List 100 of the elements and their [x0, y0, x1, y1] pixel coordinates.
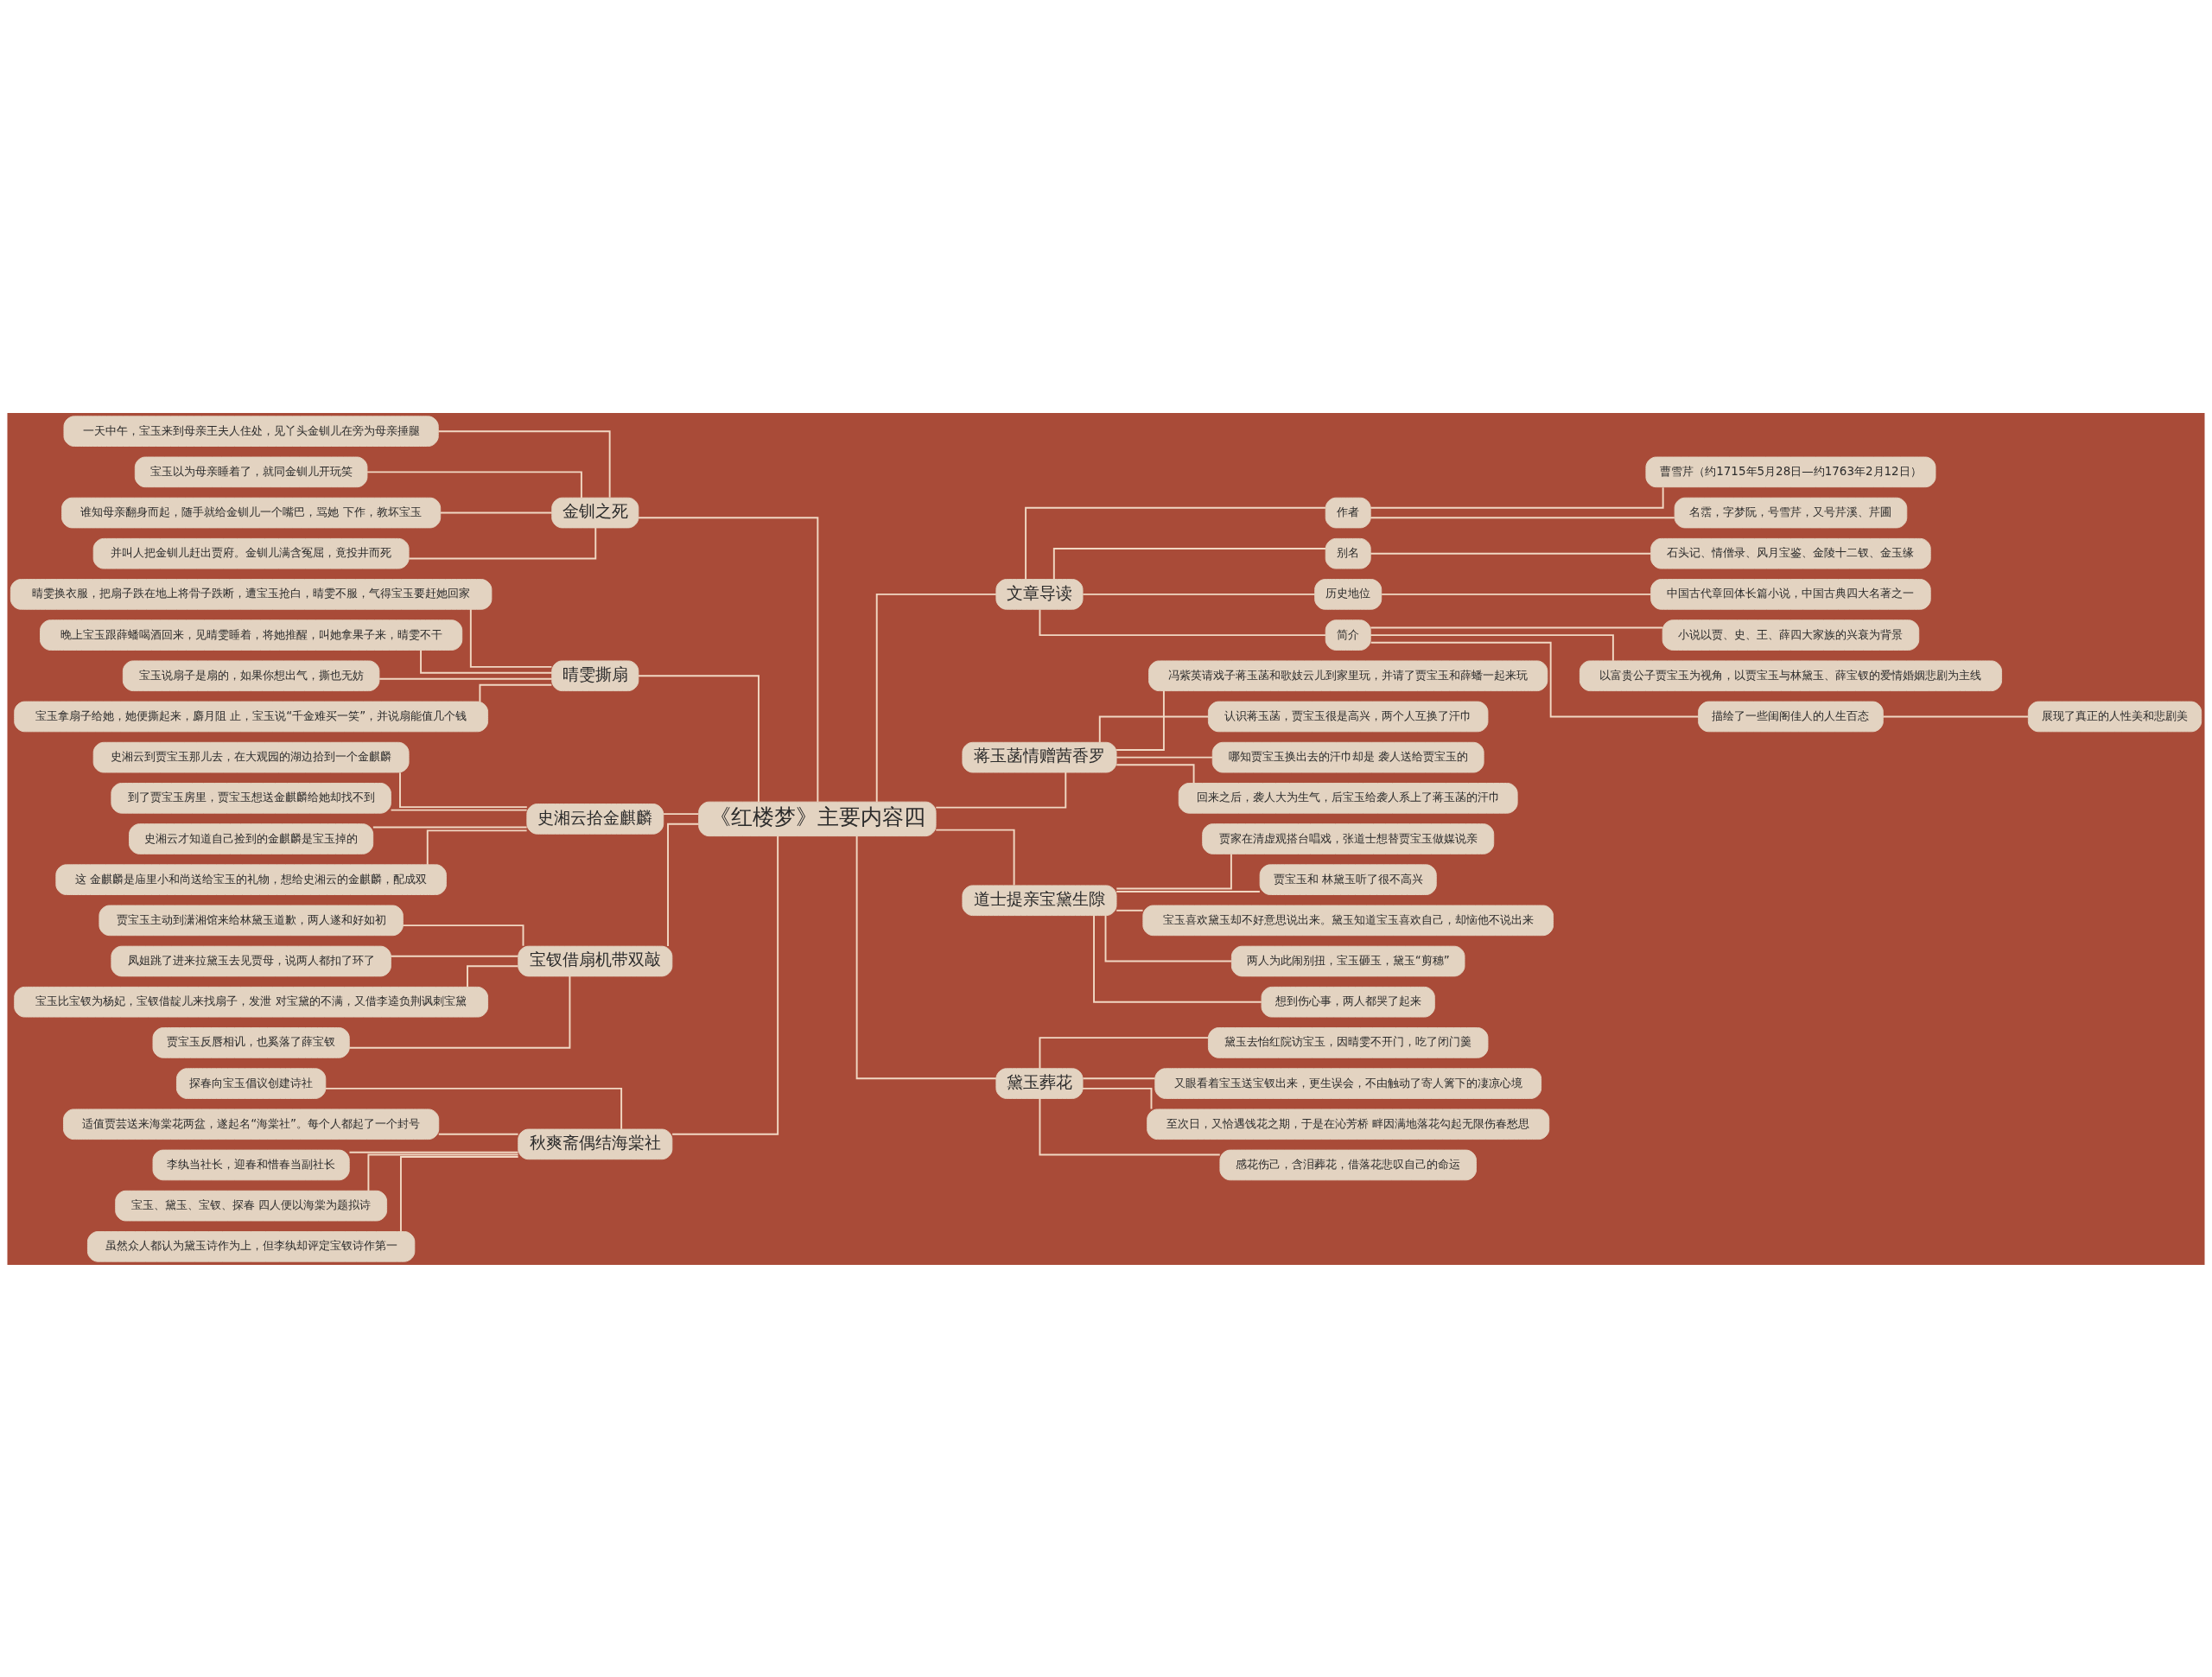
- connector: [408, 526, 597, 559]
- node-box: 哪知贾宝玉换出去的汗巾却是 袭人送给贾宝玉的: [1211, 741, 1484, 772]
- connector: [1052, 547, 1327, 581]
- connector: [439, 511, 553, 513]
- connector: [663, 812, 700, 815]
- node-box: 宝钗借扇机带双敲: [518, 945, 673, 976]
- node-box: 两人为此闹别扭，宝玉砸玉，黛玉“剪穗”: [1230, 945, 1465, 976]
- node-box: 宝玉说扇子是扇的，如果你想出气，撕也无妨: [122, 659, 380, 691]
- connector: [1116, 763, 1195, 784]
- node-box: 这 金麒麟是庙里小和尚送给宝玉的礼物，想给史湘云的金麒麟，配成双: [55, 863, 447, 895]
- connector: [1381, 593, 1652, 595]
- connector: [1039, 1097, 1221, 1155]
- connector: [875, 593, 997, 803]
- connector: [1882, 715, 2030, 717]
- node-box: 探春向宝玉倡议创建诗社: [175, 1067, 327, 1099]
- connector: [348, 975, 571, 1049]
- connector: [1370, 633, 1614, 662]
- node-box: 作者: [1325, 497, 1371, 528]
- connector: [367, 1153, 519, 1191]
- connector: [390, 809, 528, 811]
- connector: [935, 829, 1015, 886]
- connector: [372, 826, 528, 828]
- connector: [1116, 890, 1261, 892]
- node-box: 又眼看着宝玉送宝钗出来，更生误会，不由触动了寄人篱下的凄凉心境: [1154, 1067, 1542, 1099]
- connector: [1082, 1087, 1153, 1109]
- connector: [1082, 593, 1316, 595]
- connector: [1039, 608, 1326, 636]
- node-box: 展现了真正的人性美和悲剧美: [2027, 701, 2202, 732]
- node-box: 石头记、情僧录、风月宝鉴、金陵十二钗、金玉缘: [1650, 537, 1931, 569]
- node-box: 秋爽斋偶结海棠社: [518, 1128, 673, 1159]
- node-box: 晚上宝玉跟薛蟠喝酒回来，见晴雯睡着，将她推醒，叫她拿果子来，晴雯不干: [40, 619, 463, 651]
- node-box: 道士提亲宝黛生隙: [962, 884, 1117, 916]
- node-box: 适值贾芸送来海棠花两盆，遂起名“海棠社”。每个人都起了一个封号: [63, 1108, 440, 1140]
- connector: [467, 964, 519, 988]
- node-box: 晴雯换衣服，把扇子跌在地上将骨子跌断，遭宝玉抢白，晴雯不服，气得宝玉要赶她回家: [10, 578, 493, 610]
- connector: [378, 677, 553, 680]
- connector: [1370, 516, 1675, 518]
- node-box: 谁知母亲翻身而起，随手就给金钏儿一个嘴巴，骂她 下作，教坏宝玉: [61, 497, 442, 528]
- node-box: 贾宝玉反唇相讥，也奚落了薛宝钗: [152, 1026, 350, 1058]
- node-box: 晴雯撕扇: [551, 659, 639, 691]
- node-box: 黛玉去怡红院访宝玉，因晴雯不开门，吃了闭门羹: [1207, 1026, 1489, 1058]
- node-box: 虽然众人都认为黛玉诗作为上，但李纨却评定宝钗诗作第一: [86, 1230, 416, 1262]
- node-box: 史湘云拾金麒麟: [526, 803, 664, 835]
- connector: [420, 649, 553, 674]
- node-box: 宝玉以为母亲睡着了，就同金钏儿开玩笑: [134, 456, 368, 487]
- connector: [1116, 909, 1144, 912]
- node-box: 李纨当社长，迎春和惜春当副社长: [152, 1149, 350, 1180]
- node-box: 感花伤己，含泪葬花，借落花悲叹自己的命运: [1219, 1149, 1477, 1180]
- connector: [855, 835, 997, 1079]
- node-box: 《红楼梦》主要内容四: [698, 801, 937, 836]
- connector: [1082, 1077, 1156, 1079]
- connector: [437, 429, 611, 499]
- connector: [390, 955, 519, 957]
- node-box: 名霑，字梦阮，号雪芹，又号芹溪、芹圃: [1674, 497, 1908, 528]
- node-box: 描绘了一些闺阁佳人的人生百态: [1698, 701, 1884, 732]
- connector: [437, 1133, 519, 1135]
- connector: [402, 924, 524, 947]
- node-box: 回来之后，袭人大为生气，后宝玉给袭人系上了蒋玉菡的汗巾: [1178, 782, 1518, 814]
- node-box: 贾家在清虚观搭台唱戏，张道士想替贾宝玉做媒说亲: [1202, 823, 1495, 854]
- connector: [366, 470, 582, 499]
- node-box: 宝玉、黛玉、宝钗、探春 四人便以海棠为题拟诗: [115, 1190, 388, 1221]
- connector: [1116, 689, 1165, 751]
- node-box: 贾宝玉和 林黛玉听了很不高兴: [1259, 863, 1437, 895]
- connector: [348, 1151, 519, 1153]
- connector: [1104, 914, 1233, 962]
- node-box: 蒋玉菡情赠茜香罗: [962, 741, 1117, 772]
- node-box: 别名: [1325, 537, 1371, 569]
- node-box: 想到伤心事，两人都哭了起来: [1261, 986, 1435, 1018]
- connector: [671, 835, 779, 1135]
- connector: [479, 683, 553, 702]
- connector: [667, 823, 700, 947]
- connector: [324, 1087, 623, 1130]
- node-box: 历史地位: [1314, 578, 1382, 610]
- node-box: 史湘云才知道自己捡到的金麒麟是宝玉掉的: [129, 823, 374, 854]
- connector: [638, 674, 760, 803]
- connector: [1370, 626, 1664, 628]
- connector: [1093, 914, 1262, 1003]
- node-box: 并叫人把金钏儿赶出贾府。金钏儿满含冤屈，竟投井而死: [92, 537, 410, 569]
- node-box: 黛玉葬花: [995, 1067, 1084, 1099]
- connector: [1039, 1036, 1210, 1070]
- node-box: 至次日，又恰遇饯花之期，于是在沁芳桥 畔因满地落花勾起无限伤春愁思: [1147, 1108, 1550, 1140]
- node-box: 金钏之死: [551, 497, 639, 528]
- node-box: 史湘云到贾宝玉那儿去，在大观园的湖边拾到一个金麒麟: [92, 741, 410, 772]
- connector: [469, 607, 553, 668]
- node-box: 认识蒋玉菡，贾宝玉很是高兴，两个人互换了汗巾: [1207, 701, 1489, 732]
- node-box: 凤姐跳了进来拉黛玉去见贾母，说两人都扣了环了: [111, 945, 391, 976]
- node-box: 宝玉喜欢黛玉却不好意思说出来。黛玉知道宝玉喜欢自己，却恼他不说出来: [1142, 905, 1554, 936]
- node-box: 小说以贾、史、王、薛四大家族的兴衰为背景: [1662, 619, 1920, 651]
- node-box: 以富贵公子贾宝玉为视角，以贾宝玉与林黛玉、薛宝钗的爱情婚姻悲剧为主线: [1579, 659, 2003, 691]
- connector: [935, 771, 1067, 809]
- connector: [1116, 853, 1232, 889]
- connector: [1116, 756, 1213, 759]
- node-box: 贾宝玉主动到潇湘馆来给林黛玉道歉，两人遂和好如初: [99, 905, 404, 936]
- connector: [1025, 506, 1326, 580]
- node-box: 到了贾宝玉房里，贾宝玉想送金麒麟给她却找不到: [111, 782, 391, 814]
- connector: [1098, 715, 1210, 743]
- connector: [1370, 552, 1652, 555]
- connector: [400, 1155, 519, 1232]
- node-box: 一天中午，宝玉来到母亲王夫人住处，见丫头金钏儿在旁为母亲捶腿: [63, 415, 439, 447]
- connector: [426, 829, 528, 866]
